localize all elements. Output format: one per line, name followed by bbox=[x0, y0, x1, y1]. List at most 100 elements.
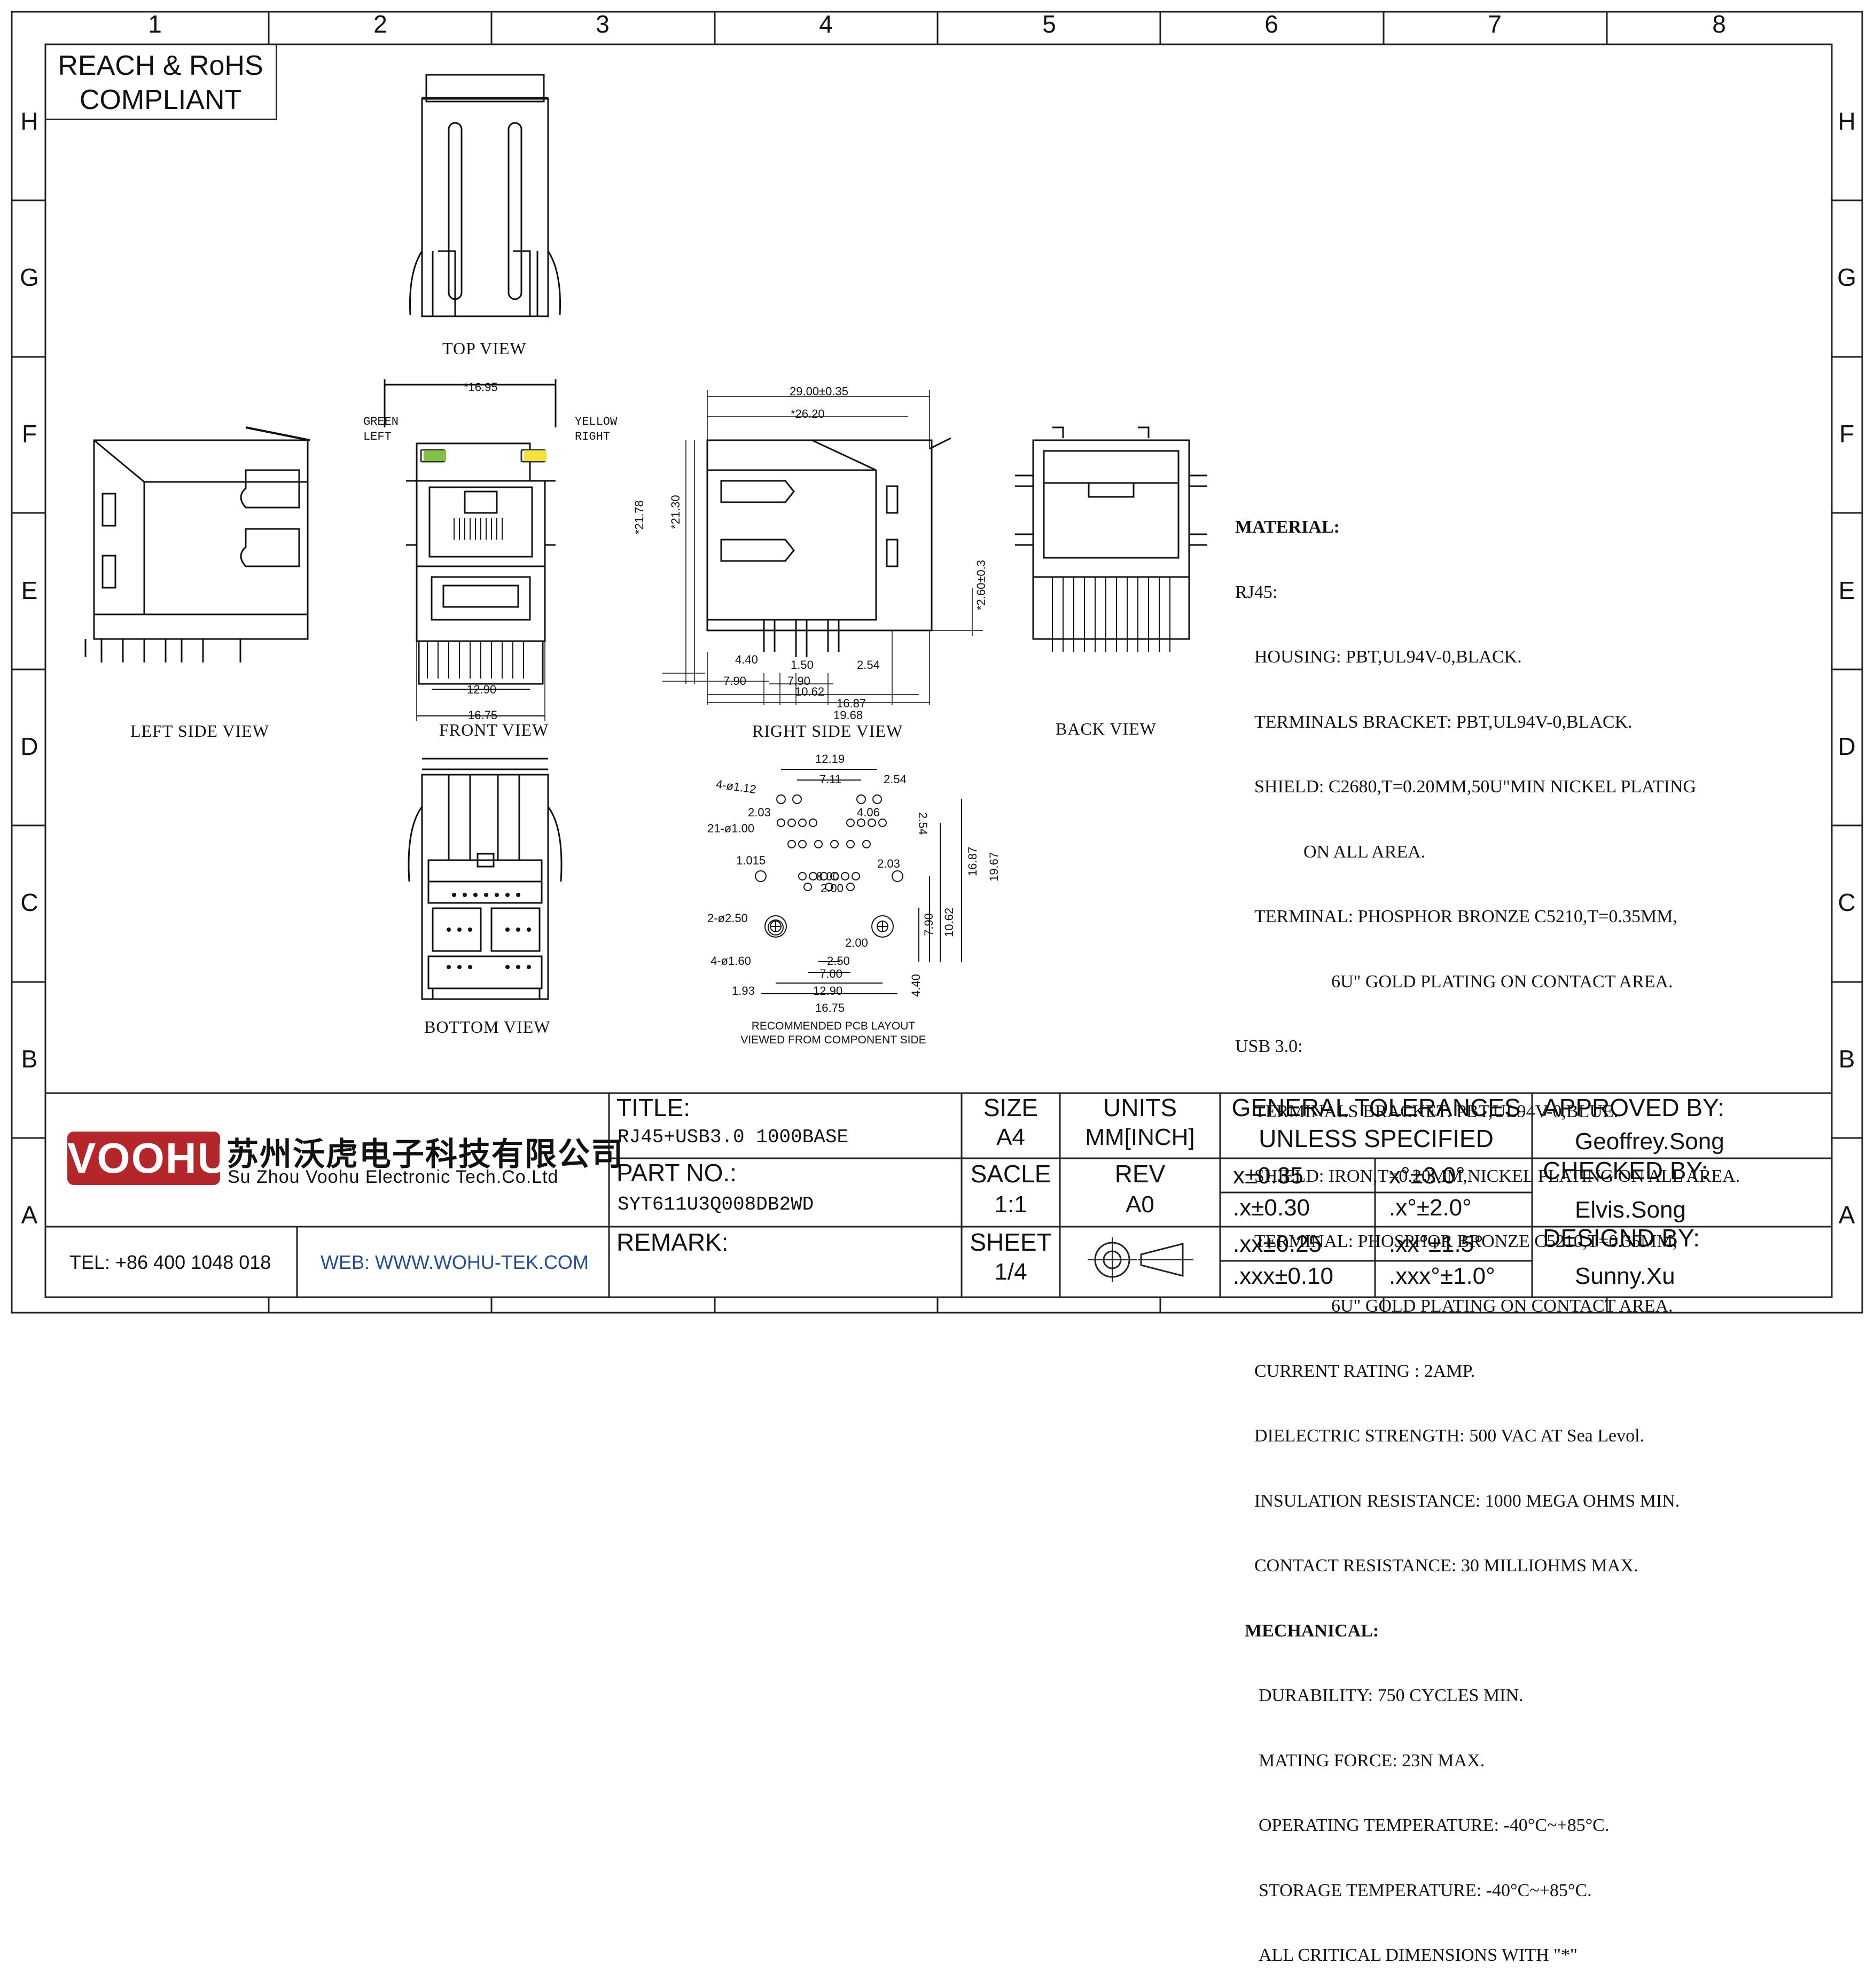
pcb-caption: RECOMMENDED PCB LAYOUT VIEWED FROM COMPO… bbox=[716, 1019, 951, 1047]
rj45-note: SHIELD: C2680,T=0.20MM,50U"MIN NICKEL PL… bbox=[1254, 777, 1696, 797]
pcb-layout-drawing bbox=[755, 769, 962, 994]
top-view-drawing bbox=[409, 74, 561, 317]
usb-note: SHIELD: IRON,T=0.20MM,NICKEL PLATING ON … bbox=[1254, 1166, 1740, 1186]
green-led-label-line-1: GREEN bbox=[363, 415, 399, 428]
front-dim-top: *16.95 bbox=[464, 380, 498, 394]
tolerance-angular-1: .x°±2.0° bbox=[1389, 1195, 1472, 1221]
usb-note: INSULATION RESISTANCE: 1000 MEGA OHMS MI… bbox=[1254, 1491, 1680, 1511]
right-side-view-label: RIGHT SIDE VIEW bbox=[752, 721, 903, 740]
mechanical-note: ALL CRITICAL DIMENSIONS WITH "*" bbox=[1259, 1945, 1578, 1965]
grid-row-d: D bbox=[20, 732, 38, 760]
mechanical-note: OPERATING TEMPERATURE: -40°C~+85°C. bbox=[1259, 1815, 1610, 1835]
pcb-dim-2-03-b: 2.03 bbox=[877, 857, 900, 870]
sheet-label: SHEET bbox=[970, 1228, 1052, 1256]
rj45-note: ON ALL AREA. bbox=[1303, 841, 1426, 862]
company-name-en: Su Zhou Voohu Electronic Tech.Co.Ltd bbox=[228, 1167, 559, 1187]
grid-row-a: A bbox=[21, 1201, 38, 1229]
grid-row-c: C bbox=[20, 888, 38, 916]
approved-by-label: APPROVED BY: bbox=[1543, 1094, 1725, 1121]
title-label: TITLE: bbox=[616, 1094, 691, 1121]
pcb-dim-12-90: 12.90 bbox=[813, 984, 843, 997]
company-tel: TEL: +86 400 1048 018 bbox=[69, 1251, 271, 1273]
mechanical-note: DURABILITY: 750 CYCLES MIN. bbox=[1259, 1686, 1524, 1705]
yellow-led-label-line-1: YELLOW bbox=[575, 415, 618, 428]
grid-column-3: 3 bbox=[596, 10, 610, 38]
pcb-dim-7-00: 7.00 bbox=[819, 967, 842, 980]
pcb-dim-21-holes-1-00: 21-ø1.00 bbox=[707, 822, 755, 835]
tolerance-linear-2: .xx±0.25 bbox=[1233, 1231, 1322, 1257]
grid-row-f: F bbox=[21, 420, 37, 448]
tolerance-linear-1: .x±0.30 bbox=[1233, 1195, 1310, 1221]
grid-row-c-right: C bbox=[1838, 888, 1856, 916]
rj45-note: HOUSING: PBT,UL94V-0,BLACK. bbox=[1254, 647, 1522, 667]
grid-column-4: 4 bbox=[819, 10, 833, 38]
rs-dim-1-50: 1.50 bbox=[791, 658, 814, 672]
rj45-note: TERMINALS BRACKET: PBT,UL94V-0,BLACK. bbox=[1254, 712, 1633, 732]
pcb-dim-2-holes-2-50: 2-ø2.50 bbox=[707, 911, 748, 925]
grid-row-d-right: D bbox=[1838, 732, 1856, 760]
drawing-frame bbox=[11, 11, 1863, 1314]
grid-row-h: H bbox=[20, 107, 38, 135]
title-value: RJ45+USB3.0 1000BASE bbox=[618, 1126, 849, 1148]
grid-row-e-right: E bbox=[1838, 576, 1855, 604]
rev-value: A0 bbox=[1126, 1191, 1154, 1218]
left-side-view-label: LEFT SIDE VIEW bbox=[130, 721, 269, 740]
grid-row-g: G bbox=[20, 263, 39, 291]
green-led-label: GREEN LEFT bbox=[363, 415, 399, 445]
rj45-note: 6U" GOLD PLATING ON CONTACT AREA. bbox=[1331, 971, 1673, 992]
mechanical-heading: MECHANICAL: bbox=[1245, 1620, 1379, 1641]
pcb-dim-12-19: 12.19 bbox=[815, 752, 845, 766]
remark-label: REMARK: bbox=[616, 1228, 729, 1256]
tolerance-angular-2: .xx°±1.5° bbox=[1389, 1231, 1483, 1257]
pcb-dim-2-03-a: 2.03 bbox=[748, 806, 771, 819]
voohu-logo: VOOHU bbox=[67, 1132, 228, 1185]
yellow-led-label-line-2: RIGHT bbox=[575, 430, 611, 443]
yellow-led-label: YELLOW RIGHT bbox=[575, 415, 617, 445]
pcb-dim-1-015: 1.015 bbox=[736, 854, 766, 867]
rs-dim-2-54: 2.54 bbox=[857, 658, 880, 672]
back-view-drawing bbox=[1015, 426, 1207, 652]
tolerance-heading-1: GENERAL TOLERANCES bbox=[1231, 1094, 1521, 1121]
rs-dim-7-90-b: 7.90 bbox=[787, 674, 810, 688]
mechanical-note: MATING FORCE: 23N MAX. bbox=[1259, 1750, 1485, 1771]
pcb-dim-1-93: 1.93 bbox=[732, 984, 755, 997]
grid-row-g-right: G bbox=[1837, 263, 1856, 291]
approved-by-value: Geoffrey.Song bbox=[1575, 1128, 1724, 1155]
units-value: MM[INCH] bbox=[1085, 1124, 1195, 1150]
size-value: A4 bbox=[996, 1124, 1025, 1150]
tolerance-angular-0: x°±3.0° bbox=[1389, 1163, 1465, 1189]
part-no-value: SYT611U3Q008DB2WD bbox=[618, 1194, 814, 1215]
grid-row-e: E bbox=[21, 576, 38, 604]
grid-column-2: 2 bbox=[373, 10, 387, 38]
pcb-dim-7-11: 7.11 bbox=[819, 773, 842, 786]
rs-dim-19-68: 19.68 bbox=[833, 708, 863, 722]
pcb-dim-2-00-b: 2.00 bbox=[845, 936, 868, 949]
compliance-line-2: COMPLIANT bbox=[79, 84, 242, 115]
company-web-link[interactable]: WEB: WWW.WOHU-TEK.COM bbox=[321, 1251, 589, 1273]
bottom-view-drawing bbox=[408, 758, 563, 1000]
scale-label: SACLE bbox=[970, 1160, 1051, 1188]
mechanical-note: STORAGE TEMPERATURE: -40°C~+85°C. bbox=[1259, 1880, 1592, 1900]
compliance-box: REACH & RoHS COMPLIANT bbox=[45, 44, 277, 120]
usb-note: CURRENT RATING : 2AMP. bbox=[1254, 1361, 1475, 1381]
grid-row-h-right: H bbox=[1838, 107, 1856, 135]
usb-note: DIELECTRIC STRENGTH: 500 VAC AT Sea Levo… bbox=[1254, 1426, 1645, 1446]
front-view-drawing bbox=[384, 379, 557, 721]
usb-note: TERMINAL: PHOSPHOR BRONZE C5210,T=0.35MM… bbox=[1254, 1231, 1677, 1251]
usb-heading: USB 3.0: bbox=[1235, 1036, 1303, 1056]
checked-by-label: CHECKED BY: bbox=[1543, 1157, 1708, 1184]
right-side-view-drawing bbox=[662, 390, 983, 705]
designed-by-value: Sunny.Xu bbox=[1575, 1263, 1675, 1289]
left-side-view-drawing bbox=[84, 426, 310, 662]
usb-note: TERMINALS BRACKET: PBT,UL94V-0,BLUE. bbox=[1254, 1101, 1619, 1121]
title-block-grid bbox=[45, 1092, 1832, 1297]
front-dim-bottom: 16.75 bbox=[468, 708, 498, 722]
grid-column-8: 8 bbox=[1712, 10, 1726, 38]
front-view-label: FRONT VIEW bbox=[439, 720, 549, 739]
rs-dim-10-62: 10.62 bbox=[795, 685, 825, 698]
green-led-label-line-2: LEFT bbox=[363, 430, 392, 443]
pcb-dim-4-holes-1-60: 4-ø1.60 bbox=[710, 954, 751, 968]
grid-row-a-right: A bbox=[1838, 1201, 1855, 1229]
pcb-dim-2-00-a: 2.00 bbox=[821, 882, 844, 895]
pcb-dim-8-00: 8.00 bbox=[816, 870, 839, 883]
